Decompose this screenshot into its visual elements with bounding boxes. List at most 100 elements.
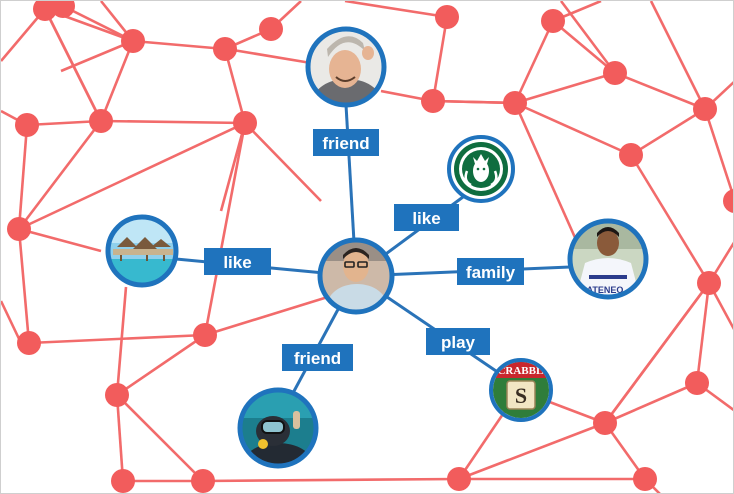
network-node <box>503 91 527 115</box>
svg-text:like: like <box>223 253 251 272</box>
network-edge <box>18 121 246 231</box>
network-edge <box>1 300 23 344</box>
svg-text:play: play <box>441 333 476 352</box>
background-network-nodes <box>7 1 733 493</box>
network-node <box>191 469 215 493</box>
network-node <box>51 1 75 18</box>
network-edge <box>99 40 135 122</box>
network-node <box>723 189 733 213</box>
friend-top-node[interactable] <box>305 26 387 123</box>
friend-bottom-node[interactable] <box>237 387 319 483</box>
network-node <box>193 323 217 347</box>
network-node <box>447 467 471 491</box>
svg-text:ATENEO: ATENEO <box>587 285 624 295</box>
network-edge <box>514 101 632 157</box>
network-edge <box>226 47 312 65</box>
network-edge <box>344 1 448 19</box>
network-node <box>619 143 643 167</box>
network-node <box>17 331 41 355</box>
network-edge <box>203 122 247 336</box>
network-node <box>105 383 129 407</box>
network-node <box>15 113 39 137</box>
relation-label-friend-bottom: friend <box>282 344 353 371</box>
network-node <box>7 217 31 241</box>
network-edge <box>62 4 134 43</box>
network-node <box>259 17 283 41</box>
network-edge <box>432 99 516 105</box>
network-node <box>593 411 617 435</box>
network-node <box>89 109 113 133</box>
svg-text:SCRABBLE: SCRABBLE <box>491 365 550 377</box>
network-node <box>435 5 459 29</box>
network-edge <box>513 102 583 252</box>
beach-photo-icon <box>105 214 179 288</box>
relation-label-friend-top: friend <box>313 129 379 156</box>
network-edge <box>18 227 102 253</box>
network-edge <box>115 286 128 396</box>
person-photo-center <box>317 237 395 315</box>
network-edge <box>703 108 733 200</box>
person-photo-icon <box>305 26 387 108</box>
network-node <box>213 37 237 61</box>
network-node <box>33 1 57 21</box>
network-edge <box>695 282 711 384</box>
network-node <box>541 9 565 33</box>
network-node <box>111 469 135 493</box>
starbucks-node[interactable] <box>447 135 515 203</box>
network-node <box>685 371 709 395</box>
svg-text:S: S <box>515 383 527 408</box>
network-edge <box>132 39 226 51</box>
network-edge <box>552 20 616 74</box>
relation-label-starbucks: like <box>394 204 459 231</box>
network-edge <box>204 294 332 337</box>
network-node <box>633 467 657 491</box>
network-edge <box>431 16 449 102</box>
network-edge <box>457 410 507 480</box>
network-edge <box>26 119 102 127</box>
person-photo-icon <box>567 218 649 300</box>
svg-text:like: like <box>412 209 440 228</box>
network-edge <box>28 333 206 345</box>
network-edge <box>629 154 711 284</box>
network-edge <box>630 107 706 157</box>
svg-text:family: family <box>466 263 516 282</box>
diver-photo-icon <box>237 387 319 469</box>
network-edge <box>244 122 322 202</box>
relation-label-scrabble: play <box>426 328 490 355</box>
network-edge <box>100 119 246 125</box>
family-node[interactable]: ATENEO <box>567 218 649 301</box>
network-edge <box>17 124 29 230</box>
scrabble-logo-icon <box>489 358 553 422</box>
network-node <box>233 111 257 135</box>
network-node <box>603 61 627 85</box>
starbucks-logo-icon <box>447 135 515 203</box>
network-edge <box>603 282 711 424</box>
network-edge <box>115 394 125 482</box>
center-person-node[interactable] <box>317 237 395 328</box>
network-edge <box>514 71 616 105</box>
network-edge <box>116 394 204 482</box>
relation-label-beach: like <box>204 248 271 275</box>
network-edge <box>223 48 247 124</box>
network-edge <box>17 228 31 344</box>
network-edge <box>559 1 617 74</box>
network-edge <box>219 122 247 212</box>
network-node <box>421 89 445 113</box>
network-edge <box>458 421 606 481</box>
network-edge <box>202 477 460 483</box>
beach-node[interactable] <box>105 214 179 288</box>
network-edge <box>614 71 706 111</box>
network-node <box>697 271 721 295</box>
network-node <box>121 29 145 53</box>
scrabble-node[interactable]: SCRABBLE S <box>489 358 553 422</box>
network-edge <box>604 381 698 425</box>
network-edge <box>116 333 206 397</box>
network-edge <box>60 39 134 73</box>
relation-label-family: family <box>457 258 524 285</box>
network-edge <box>649 1 707 110</box>
svg-text:friend: friend <box>294 349 341 368</box>
svg-text:friend: friend <box>322 134 369 153</box>
